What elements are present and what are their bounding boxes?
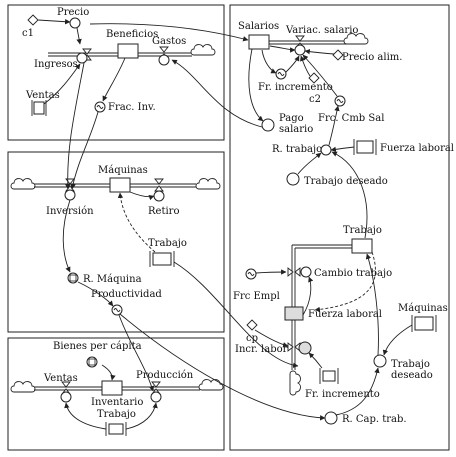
frac-inv-label: Frac. Inv.: [108, 102, 156, 113]
fr-incremento-bot-box[interactable]: [322, 370, 336, 382]
variac-salario-aux[interactable]: [294, 44, 306, 56]
trabajo-right-label: Trabajo: [343, 225, 382, 236]
gastos-aux[interactable]: [158, 54, 170, 66]
maquinas-right-stock[interactable]: [414, 316, 434, 331]
pago-salario-aux[interactable]: [261, 118, 275, 132]
trabajo-mid-label: Trabajo: [148, 238, 187, 249]
r-maquina-label: R. Máquina: [83, 274, 142, 285]
r-maquina-aux[interactable]: [67, 272, 79, 284]
gastos-cloud: [190, 44, 216, 56]
r-cap-trab-label: R. Cap. trab.: [342, 414, 407, 425]
r-trabajo-aux[interactable]: [320, 144, 332, 156]
precio-label: Precio: [57, 7, 89, 18]
c1-constant[interactable]: [27, 14, 39, 26]
retiro-cloud: [195, 178, 221, 190]
fr-incremento-top-label: Fr. incremento: [258, 82, 333, 93]
cambio-trabajo-aux[interactable]: [300, 266, 312, 278]
ventas-bot-aux[interactable]: [60, 391, 72, 403]
maquinas-mid-label: Máquinas: [98, 165, 148, 176]
produccion-label: Producción: [136, 370, 194, 381]
bienes-per-capita-aux[interactable]: [86, 356, 98, 368]
maquinas-stock[interactable]: [109, 177, 131, 193]
trabajo-bot-label: Trabajo: [97, 409, 136, 420]
panel-right: [229, 4, 450, 451]
produccion-aux[interactable]: [150, 391, 162, 403]
ventas-top-shadow[interactable]: [33, 101, 45, 115]
ingresos-label: Ingresos: [34, 59, 78, 70]
fuerza-laboral-top-stock[interactable]: [356, 140, 374, 154]
beneficios-stock[interactable]: [117, 43, 139, 59]
beneficios-label: Beneficios: [106, 29, 158, 40]
trabajo-right-stock[interactable]: [351, 238, 373, 254]
trabajo-bot-stock[interactable]: [108, 423, 124, 435]
frc-empl-label: Frc Empl: [233, 291, 280, 302]
trabajo-mid-stock[interactable]: [152, 252, 172, 266]
bienes-per-capita-label: Bienes per cápita: [53, 341, 142, 352]
fuerza-laboral-mid-stock[interactable]: [284, 306, 304, 321]
inversion-label: Inversión: [46, 206, 94, 217]
variac-salario-cloud: [343, 33, 369, 45]
cambio-trabajo-label: Cambio trabajo: [314, 268, 392, 279]
maquinas-right-label: Máquinas: [398, 303, 448, 314]
productividad-label: Productividad: [91, 289, 162, 300]
ventas-top-label: Ventas: [25, 90, 60, 101]
incr-labor-aux[interactable]: [298, 341, 312, 355]
retiro-label: Retiro: [148, 206, 179, 217]
retiro-aux[interactable]: [153, 190, 165, 202]
panel-bottom-left: [7, 337, 225, 451]
frc-cmb-sal-label: Frc. Cmb Sal: [318, 113, 384, 124]
salarios-stock[interactable]: [248, 34, 270, 50]
trabajo-deseado-bot-aux[interactable]: [373, 354, 387, 368]
precio-alim-label: Precio alim.: [342, 52, 402, 63]
inversion-aux[interactable]: [64, 189, 76, 201]
panel-middle-left: [7, 151, 225, 333]
c2-constant[interactable]: [308, 72, 320, 84]
cp-constant[interactable]: [246, 319, 258, 331]
inventario-label: Inventario: [91, 397, 143, 408]
panel-top-left: [7, 4, 225, 141]
trabajo-deseado-top-aux[interactable]: [286, 172, 300, 186]
precio-aux[interactable]: [69, 17, 81, 29]
inventario-stock[interactable]: [101, 380, 123, 396]
ventas-bot-label: Ventas: [43, 373, 78, 384]
ingresos-aux[interactable]: [76, 52, 88, 64]
cambio-trabajo-valve: [287, 267, 301, 277]
variac-salario-label: Variac. salario: [285, 25, 358, 36]
produccion-cloud: [198, 379, 224, 391]
fuerza-laboral-top-label: Fuerza laboral: [380, 143, 454, 154]
ventas-bot-cloud: [10, 381, 36, 393]
trabajo-deseado-top-label: Trabajo deseado: [304, 176, 388, 187]
precio-alim-constant[interactable]: [332, 49, 344, 61]
retiro-valve: [154, 178, 164, 192]
incr-labor-cloud: [289, 370, 301, 396]
c1-label: c1: [22, 28, 34, 39]
gastos-label: Gastos: [152, 36, 186, 47]
inversion-source-cloud: [10, 178, 36, 190]
fuerza-laboral-mid-label: Fuerza laboral: [308, 309, 382, 320]
r-cap-trab-aux[interactable]: [324, 411, 338, 425]
incr-labor-valve: [287, 342, 301, 352]
salarios-label: Salarios: [238, 21, 279, 32]
incr-labor-label: Incr. labor: [235, 344, 288, 355]
fr-incremento-bot-label: Fr. incremento: [305, 389, 380, 400]
c2-label: c2: [309, 94, 321, 105]
r-trabajo-label: R. trabajo: [272, 144, 322, 155]
cp-label: cp: [246, 333, 258, 344]
